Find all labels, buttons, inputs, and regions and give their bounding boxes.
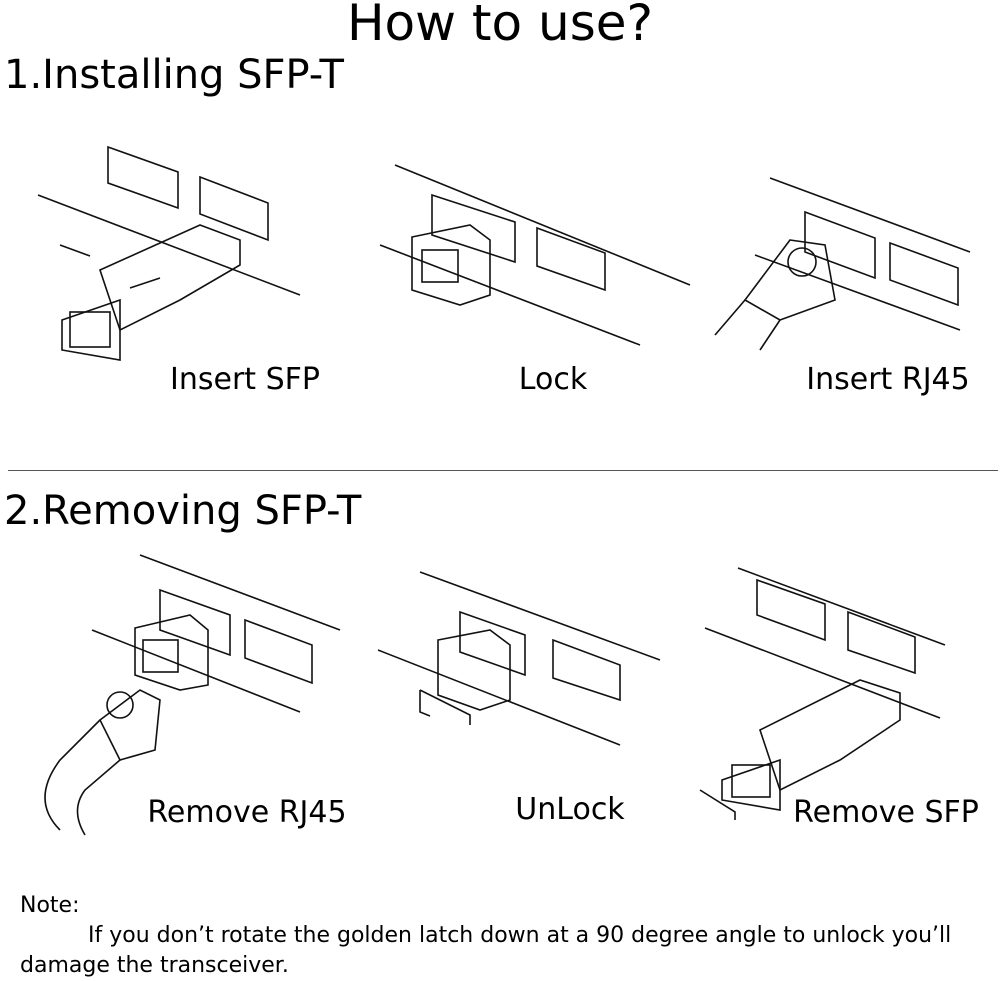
note-line-1: If you don’t rotate the golden latch dow…	[88, 923, 952, 948]
insert-rj45-illustration	[714, 177, 971, 351]
step-lock: Lock	[518, 362, 588, 397]
lock-illustration	[379, 164, 691, 346]
step-remove-sfp: Remove SFP	[793, 795, 979, 830]
step-remove-rj45: Remove RJ45	[147, 795, 347, 830]
remove-heading: 2.Removing SFP-T	[4, 488, 362, 534]
note-label: Note:	[20, 893, 80, 918]
insert-sfp-illustration	[37, 145, 301, 361]
section-divider	[8, 470, 998, 471]
remove-sfp-illustration	[699, 567, 946, 820]
unlock-illustration	[377, 571, 661, 746]
note-line-2: damage the transceiver.	[20, 953, 289, 978]
step-insert-rj45: Insert RJ45	[806, 362, 970, 397]
page-title: How to use?	[346, 0, 654, 52]
step-unlock: UnLock	[515, 792, 625, 827]
install-heading: 1.Installing SFP-T	[4, 52, 344, 98]
step-insert-sfp: Insert SFP	[170, 362, 320, 397]
remove-rj45-illustration	[44, 554, 341, 836]
